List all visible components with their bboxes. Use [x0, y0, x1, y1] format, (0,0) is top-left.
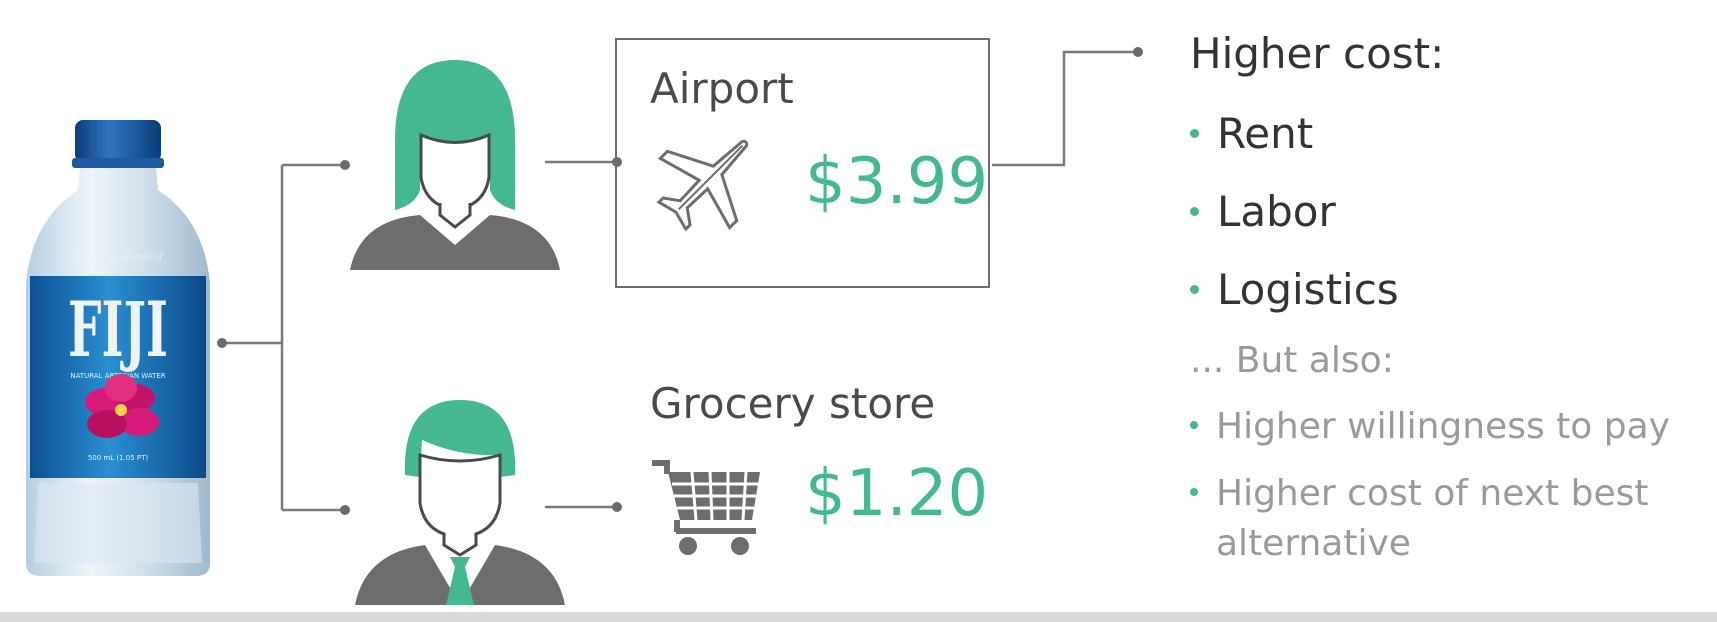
bullet-icon — [1190, 488, 1198, 496]
list-item: Logistics — [1190, 269, 1399, 311]
higher-cost-title: Higher cost: — [1190, 29, 1445, 78]
list-item: Higher cost of next best — [1190, 476, 1648, 512]
airport-price: $3.99 — [805, 145, 989, 219]
list-item: Labor — [1190, 191, 1336, 233]
bottom-band — [0, 612, 1717, 622]
grocery-price: $1.20 — [805, 457, 989, 531]
list-item: Higher willingness to pay — [1190, 409, 1670, 445]
bullet-icon — [1190, 421, 1198, 429]
list-item-continuation: alternative — [1216, 523, 1411, 564]
shopping-cart-icon — [652, 460, 760, 555]
airplane-icon — [656, 139, 749, 232]
customer-woman-icon — [350, 60, 560, 270]
svg-text:From the islands of: From the islands of — [73, 253, 164, 263]
airport-box — [615, 38, 990, 288]
bullet-icon — [1190, 129, 1199, 138]
bullet-icon — [1190, 285, 1199, 294]
bullet-icon — [1190, 207, 1199, 216]
list-item: Rent — [1190, 113, 1313, 155]
but-also-label: ... But also: — [1190, 340, 1394, 381]
grocery-label: Grocery store — [650, 379, 936, 428]
water-bottle-image: From the islands of FIJI NATURAL ARTESIA… — [26, 120, 210, 576]
svg-text:500 mL (1.05 PT): 500 mL (1.05 PT) — [88, 454, 149, 462]
svg-text:FIJI: FIJI — [68, 285, 168, 374]
customer-man-icon — [355, 400, 565, 605]
airport-label: Airport — [650, 64, 794, 113]
